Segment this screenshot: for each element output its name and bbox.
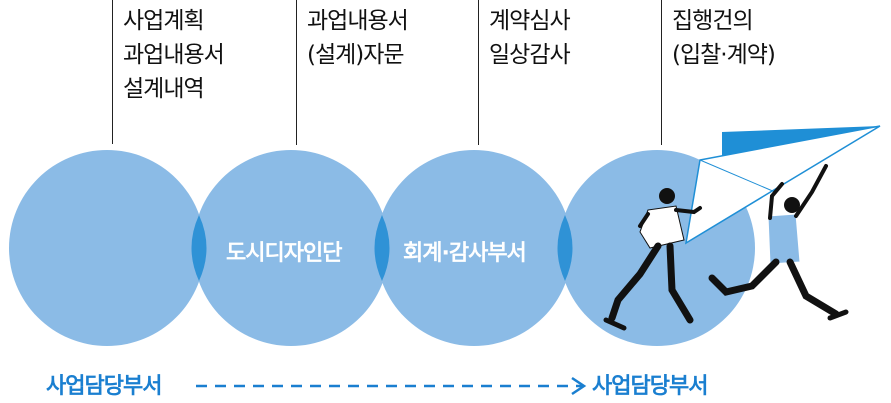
overlap-2-3 bbox=[374, 215, 390, 281]
overlap-3-4 bbox=[557, 215, 573, 281]
step-4: 집행건의 (입찰·계약) bbox=[661, 0, 776, 145]
step-3-line-2: 일상감사 bbox=[489, 42, 571, 68]
step-1-line-2: 과업내용서 bbox=[123, 42, 225, 68]
step-2-line-2: (설계)자문 bbox=[307, 42, 405, 68]
circle-label-accounting-audit: 회계·감사부서 bbox=[403, 241, 527, 266]
step-3: 계약심사 일상감사 bbox=[478, 0, 571, 145]
step-4-line-2: (입찰·계약) bbox=[672, 42, 776, 68]
step-1: 사업계획 과업내용서 설계내역 bbox=[112, 0, 225, 144]
dept-from: 사업담당부서 bbox=[46, 374, 162, 399]
step-1-line-1: 사업계획 bbox=[123, 8, 205, 34]
dept-to: 사업담당부서 bbox=[592, 374, 708, 399]
step-3-line-1: 계약심사 bbox=[489, 8, 571, 34]
step-2: 과업내용서 (설계)자문 bbox=[296, 0, 409, 145]
step-1-line-3: 설계내역 bbox=[123, 76, 205, 102]
circle-2 bbox=[193, 150, 389, 346]
circle-label-urban-design: 도시디자인단 bbox=[226, 241, 342, 266]
step-2-line-1: 과업내용서 bbox=[307, 8, 409, 34]
step-4-line-1: 집행건의 bbox=[672, 8, 754, 34]
flow-arrowhead bbox=[571, 376, 587, 396]
overlap-1-2 bbox=[191, 215, 207, 281]
runners-with-paper-plane-icon bbox=[603, 125, 881, 331]
circle-3 bbox=[376, 150, 572, 346]
circle-1 bbox=[9, 150, 205, 346]
